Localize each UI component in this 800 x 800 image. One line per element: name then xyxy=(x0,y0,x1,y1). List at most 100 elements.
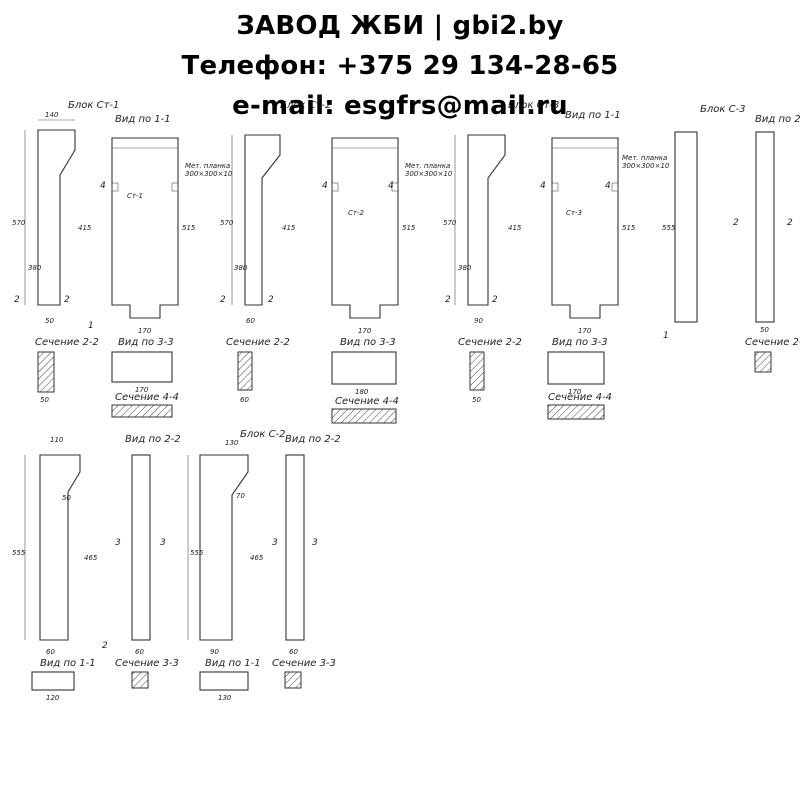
label-view-1-1: Вид по 1-1 xyxy=(205,658,261,669)
dim-text: 70 xyxy=(236,492,245,500)
block-s1-profile xyxy=(39,454,81,641)
block-st1-group: Блок Ст-1 140 570 380 415 50 2 2 1 Вид п… xyxy=(12,100,233,418)
view-3-3-rect xyxy=(331,351,397,385)
dim-text: 380 xyxy=(28,264,42,272)
axis-mark: 2 xyxy=(492,295,498,305)
label-view-2-2: Вид по 2-2 xyxy=(125,434,181,445)
label-section-2-2: Сечение 2-2 xyxy=(226,337,290,348)
label-plate-size: 300×300×10 xyxy=(185,170,233,178)
section-3-3-hatch xyxy=(131,671,149,689)
dim-text: 570 xyxy=(12,219,26,227)
label-view-2-2: Вид по 2-2 xyxy=(755,114,800,125)
block-st2-profile xyxy=(244,134,281,306)
dim-text: 50 xyxy=(45,317,54,325)
label-block-s3: Блок С-3 xyxy=(700,104,746,115)
dim-text: 60 xyxy=(289,648,298,656)
dim-text: 50 xyxy=(472,396,481,404)
dim-text: 60 xyxy=(135,648,144,656)
axis-mark: 4 xyxy=(388,181,394,191)
label-block-st1: Блок Ст-1 xyxy=(68,100,119,111)
axis-mark: 2 xyxy=(220,295,226,305)
block-s2-front xyxy=(285,454,305,641)
dim-text: 60 xyxy=(240,396,249,404)
dim-text: 130 xyxy=(225,439,239,447)
axis-mark: 4 xyxy=(540,181,546,191)
axis-mark: 2 xyxy=(268,295,274,305)
dim-text: 120 xyxy=(46,694,60,702)
dim-text: 570 xyxy=(443,219,457,227)
dim-text: 50 xyxy=(40,396,49,404)
block-st1-front xyxy=(111,137,179,319)
watermark-header: ЗАВОД ЖБИ | gbi2.by Телефон: +375 29 134… xyxy=(0,6,800,126)
label-metal-plate: Мет. планка xyxy=(622,154,667,162)
dim-text: 555 xyxy=(190,549,204,557)
label-view-3-3: Вид по 3-3 xyxy=(552,337,608,348)
axis-mark: 2 xyxy=(445,295,451,305)
block-st1-profile xyxy=(37,129,76,306)
dim-text: 50 xyxy=(760,326,769,334)
label-metal-plate: Мет. планка xyxy=(185,162,230,170)
label-block-st2: Блок Ст-2 xyxy=(280,100,331,111)
axis-mark: 1 xyxy=(663,331,669,341)
label-section-4-4: Сечение 4-4 xyxy=(548,392,612,403)
dim-text: 90 xyxy=(474,317,483,325)
axis-mark: 2 xyxy=(14,295,20,305)
block-s1-front xyxy=(131,454,151,641)
dim-text: 515 xyxy=(622,224,636,232)
dim-text: 515 xyxy=(182,224,196,232)
block-st2-front xyxy=(331,137,399,319)
view-1-1-rect xyxy=(199,671,249,691)
label-view-2-2: Вид по 2-2 xyxy=(285,434,341,445)
block-s2-group: Блок С-2 130 555 465 70 90 Вид по 2-2 3 … xyxy=(187,429,341,702)
label-section-4-4: Сечение 4-4 xyxy=(115,392,179,403)
view-3-3-rect xyxy=(111,351,173,383)
section-2-2-hatch xyxy=(237,351,253,391)
dim-text: 465 xyxy=(84,554,98,562)
section-4-4-hatch xyxy=(111,404,173,418)
axis-mark: 3 xyxy=(160,538,166,548)
dim-text: 515 xyxy=(402,224,416,232)
label-block-st3: Блок Ст-3 xyxy=(508,100,559,111)
dim-text: 415 xyxy=(508,224,522,232)
block-s3-front xyxy=(755,131,775,323)
header-line-phone: Телефон: +375 29 134-28-65 xyxy=(181,51,619,81)
plate-mark xyxy=(331,182,339,192)
label-section-3-3: Сечение 3-3 xyxy=(272,658,336,669)
axis-mark: 4 xyxy=(322,181,328,191)
dim-text: 50 xyxy=(62,494,71,502)
dim-text: 570 xyxy=(220,219,234,227)
dim-text: 90 xyxy=(210,648,219,656)
dim-text: 140 xyxy=(45,111,59,119)
block-st3-group: Блок Ст-3 570 380 415 90 2 2 Вид по 1-1 … xyxy=(443,100,670,420)
axis-mark: 4 xyxy=(605,181,611,191)
dim-text: 465 xyxy=(250,554,264,562)
axis-mark: 3 xyxy=(115,538,121,548)
dim-text: 170 xyxy=(578,327,592,335)
dim-text: 170 xyxy=(138,327,152,335)
label-section-3-3: Сечение 3-3 xyxy=(115,658,179,669)
axis-mark: 1 xyxy=(88,321,94,331)
block-s2-profile xyxy=(199,454,249,641)
label-section-4-4: Сечение 4-4 xyxy=(335,396,399,407)
dim-text: 555 xyxy=(662,224,676,232)
plate-mark xyxy=(111,182,119,192)
axis-mark: 2 xyxy=(787,218,793,228)
block-st3-front xyxy=(551,137,619,319)
label-section-2-2: Сечение 2-2 xyxy=(458,337,522,348)
label-plate-size: 300×300×10 xyxy=(405,170,453,178)
plate-mark xyxy=(611,182,619,192)
axis-mark: 2 xyxy=(64,295,70,305)
dim-text: 380 xyxy=(234,264,248,272)
axis-mark: 4 xyxy=(100,181,106,191)
label-view-1-1: Вид по 1-1 xyxy=(565,110,621,121)
dim-text: 380 xyxy=(458,264,472,272)
header-line-company: ЗАВОД ЖБИ | gbi2.by xyxy=(236,11,564,41)
plate-mark xyxy=(391,182,399,192)
block-st2-group: Блок Ст-2 570 380 415 60 2 2 Ст-2 Мет. п… xyxy=(220,100,453,424)
label-plate-size: 300×300×10 xyxy=(622,162,670,170)
label-view-3-3: Вид по 3-3 xyxy=(340,337,396,348)
view-1-1-rect xyxy=(31,671,75,691)
dim-text: 170 xyxy=(568,388,582,396)
dim-text: 415 xyxy=(78,224,92,232)
